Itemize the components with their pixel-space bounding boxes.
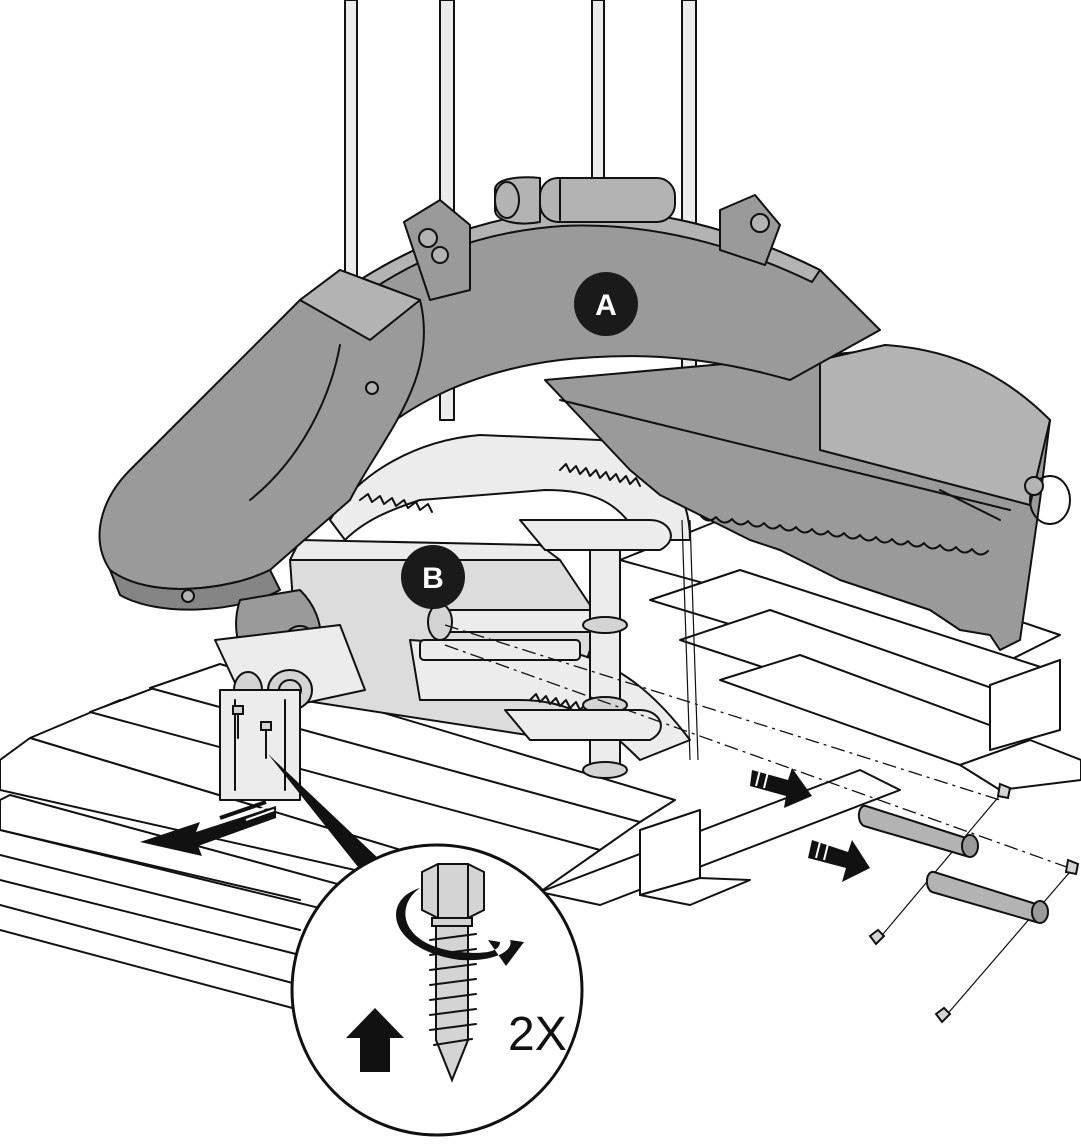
- badge-b-label: B: [422, 562, 444, 595]
- removal-arrow-lower: [808, 840, 870, 882]
- pallet-rear: [619, 519, 1081, 791]
- badge-a: A: [574, 272, 638, 336]
- pin-removal-paths: [444, 624, 1076, 1019]
- screw-detail-callout: 2X: [290, 843, 584, 1137]
- pin-upper: [858, 782, 1012, 946]
- part-a-frame: [98, 176, 1071, 716]
- removal-arrow-upper: [750, 768, 812, 808]
- pin-lower: [926, 858, 1080, 1024]
- removal-arrow-left: [140, 800, 276, 856]
- foot-bracket: [219, 689, 301, 801]
- part-b-clamp: [289, 434, 699, 779]
- screw-icon: [232, 705, 272, 759]
- callout-leader: [268, 754, 380, 872]
- lag-screw-icon: [421, 863, 485, 1083]
- arrow-up-icon: [346, 1008, 404, 1072]
- badge-a-label: A: [595, 289, 617, 322]
- screw-count-label: 2X: [508, 1008, 567, 1061]
- rotate-icon: [396, 888, 524, 966]
- badge-b: B: [401, 545, 465, 609]
